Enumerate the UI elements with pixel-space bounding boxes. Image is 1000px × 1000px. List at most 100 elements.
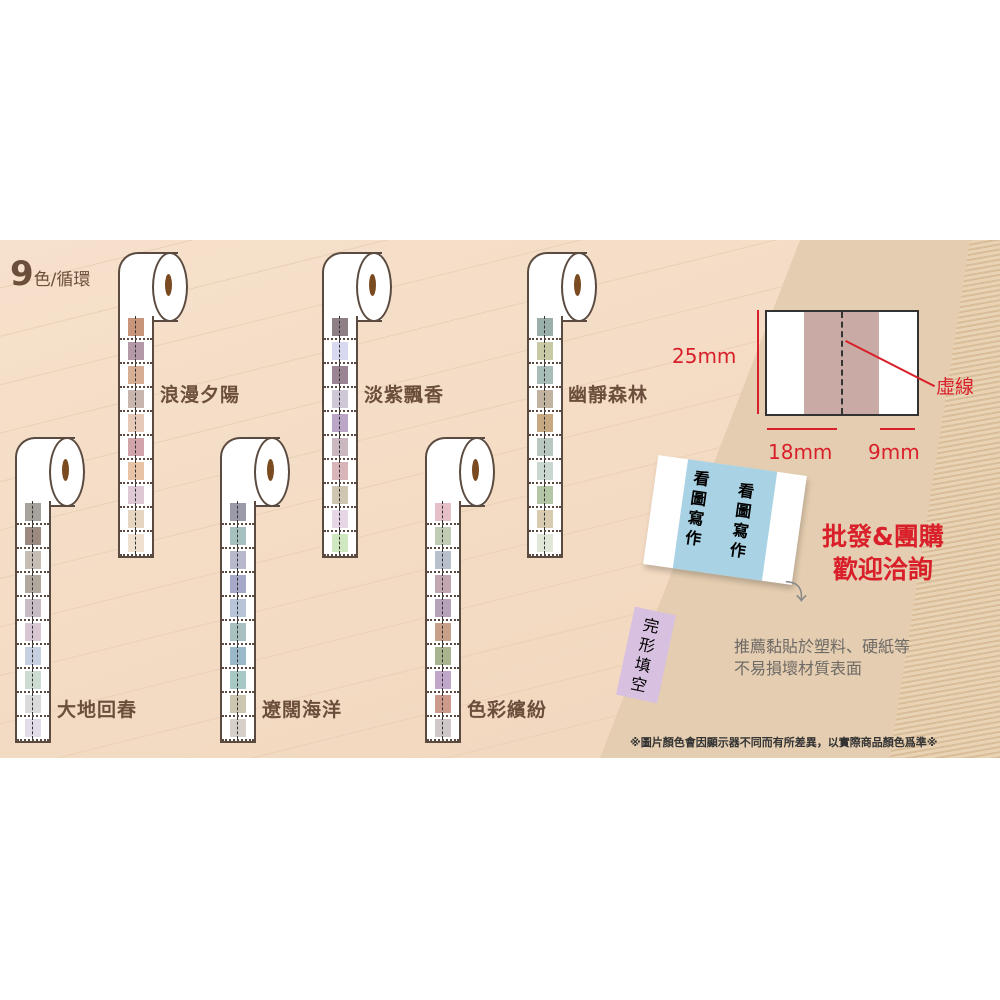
usage-note: 推薦黏貼於塑料、硬紙等 不易損壞材質表面: [734, 636, 910, 680]
label-cell: [324, 436, 356, 460]
label-cell: [324, 508, 356, 532]
color-disclaimer: ※圖片顏色會因顯示器不同而有所差異，以實際商品顏色爲準※: [630, 736, 938, 749]
label-cell: [17, 645, 49, 669]
height-label: 25mm: [672, 344, 737, 368]
roll-name: 遼闊海洋: [262, 699, 343, 721]
sample-label-blue: 看圖寫作 看圖寫作: [643, 455, 807, 585]
count-number: 9: [10, 254, 34, 294]
label-cell: [529, 388, 561, 412]
curved-arrow-icon: ⤵: [785, 581, 808, 606]
width-marker-side: [880, 428, 915, 430]
label-cell: [120, 436, 152, 460]
roll-core: [472, 459, 479, 481]
label-cell: [17, 549, 49, 573]
label-cell: [324, 460, 356, 484]
label-strip: [15, 501, 51, 743]
label-cell: [529, 436, 561, 460]
label-strip: [322, 316, 358, 558]
label-cell: [120, 388, 152, 412]
label-cell: [17, 501, 49, 525]
label-cell: [529, 364, 561, 388]
label-cell: [222, 501, 254, 525]
label-cell: [427, 597, 459, 621]
width-marker-main: [767, 428, 837, 430]
label-cell: [427, 549, 459, 573]
label-cell: [222, 573, 254, 597]
roll-name: 色彩繽紛: [467, 699, 548, 721]
label-cell: [427, 525, 459, 549]
label-cell: [222, 597, 254, 621]
product-banner: 9色/循環 浪漫夕陽 淡紫飄香 幽靜森林大地回春 遼闊海洋 色彩繽紛 25mm 18mm…: [0, 240, 1000, 758]
label-cell: [427, 501, 459, 525]
label-cell: [120, 412, 152, 436]
sample-text-3: 完形填空: [628, 614, 661, 696]
label-cell: [324, 532, 356, 556]
label-cell: [17, 525, 49, 549]
promo-line-1: 批發&團購: [822, 522, 944, 551]
label-cell: [427, 717, 459, 741]
label-cell: [529, 508, 561, 532]
label-cell: [324, 364, 356, 388]
roll-core: [165, 274, 172, 296]
roll-name: 大地回春: [57, 699, 138, 721]
label-cell: [222, 621, 254, 645]
label-strip: [527, 316, 563, 558]
dash-label: 虛線: [936, 376, 975, 398]
label-cell: [222, 669, 254, 693]
roll-name: 幽靜森林: [568, 384, 649, 406]
label-cell: [17, 597, 49, 621]
label-cell: [120, 532, 152, 556]
label-cell: [17, 693, 49, 717]
label-cell: [529, 412, 561, 436]
label-cell: [17, 621, 49, 645]
label-cell: [529, 532, 561, 556]
label-strip: [118, 316, 154, 558]
note-line-2: 不易損壞材質表面: [734, 659, 863, 678]
label-strip: [220, 501, 256, 743]
roll-core: [574, 274, 581, 296]
label-cell: [324, 484, 356, 508]
label-cell: [222, 645, 254, 669]
roll-core: [267, 459, 274, 481]
label-cell: [324, 388, 356, 412]
label-cell: [324, 316, 356, 340]
label-cell: [222, 717, 254, 741]
dashed-line: [841, 312, 843, 414]
label-cell: [529, 340, 561, 364]
label-cell: [17, 669, 49, 693]
note-line-1: 推薦黏貼於塑料、硬紙等: [734, 637, 911, 656]
label-cell: [222, 693, 254, 717]
label-cell: [120, 484, 152, 508]
count-unit: 色/循環: [33, 270, 91, 290]
label-size-diagram: [765, 310, 919, 416]
label-cell: [120, 364, 152, 388]
promo-line-2: 歡迎洽詢: [832, 555, 933, 584]
label-cell: [427, 669, 459, 693]
label-cell: [120, 460, 152, 484]
roll-name: 浪漫夕陽: [160, 384, 241, 406]
label-cell: [324, 412, 356, 436]
label-cell: [120, 508, 152, 532]
promo-text: 批發&團購 歡迎洽詢: [822, 520, 944, 586]
color-count: 9色/循環: [10, 254, 90, 294]
roll-core: [62, 459, 69, 481]
label-cell: [427, 621, 459, 645]
width-side-label: 9mm: [868, 440, 920, 464]
width-main-label: 18mm: [768, 440, 833, 464]
label-cell: [529, 316, 561, 340]
roll-core: [369, 274, 376, 296]
label-strip: [425, 501, 461, 743]
label-cell: [17, 717, 49, 741]
roll-name: 淡紫飄香: [364, 384, 445, 406]
label-cell: [222, 549, 254, 573]
label-cell: [427, 573, 459, 597]
height-marker: [757, 310, 759, 414]
label-cell: [427, 645, 459, 669]
label-cell: [120, 340, 152, 364]
label-cell: [427, 693, 459, 717]
label-cell: [529, 484, 561, 508]
label-cell: [324, 340, 356, 364]
label-cell: [222, 525, 254, 549]
label-cell: [529, 460, 561, 484]
label-cell: [17, 573, 49, 597]
